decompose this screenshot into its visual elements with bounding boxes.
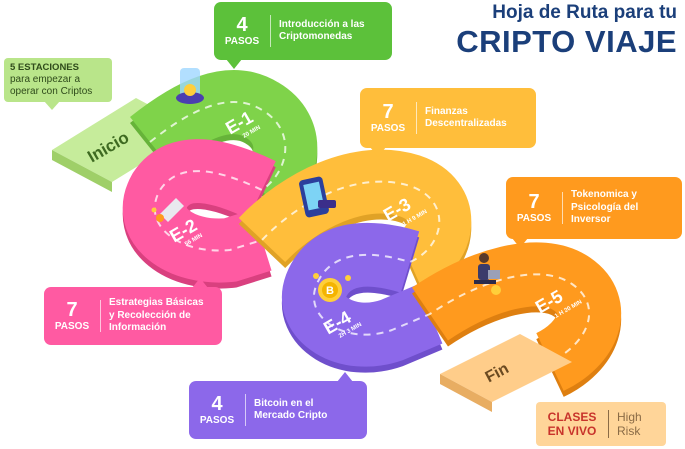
callout-station-1: 4 PASOS Introducción a las Criptomonedas [214,2,392,69]
bitcoin-coin-icon: B [313,273,351,302]
callout-station-4: 4 PASOS Bitcoin en el Mercado Cripto [189,372,367,439]
callout-2-line-1: Estrategias Básicas [109,297,204,309]
high-risk-line-2: Risk [617,424,641,438]
intro-line-2: operar con Criptos [10,86,93,97]
callout-3-line-2: Descentralizadas [425,118,507,129]
callout-1-line-2: Criptomonedas [279,31,353,42]
callout-5-line-2: Psicología del [571,201,639,213]
live-classes-line-2: EN VIVO [547,424,597,438]
callout-station-3: 7 PASOS Finanzas Descentralizadas [360,88,536,157]
intro-heading: 5 ESTACIONES [10,62,79,73]
callout-4-number: 4 [211,393,223,415]
svg-text:B: B [326,285,334,297]
live-classes-label: CLASES EN VIVO [536,410,609,438]
callout-4-unit: PASOS [199,415,235,426]
callout-3-line-1: Finanzas [425,105,468,117]
intro-line-1: para empezar a [10,74,81,85]
callout-4-text: Bitcoin en el Mercado Cripto [246,398,327,423]
intro-note: 5 ESTACIONES para empezar a operar con C… [4,58,112,110]
page-title-line2: CRIPTO VIAJE [456,24,677,59]
callout-3-number: 7 [382,101,394,123]
token-stack-icon [176,68,204,104]
callout-2-steps: 7 PASOS [44,300,101,332]
callout-1-unit: PASOS [224,36,260,47]
page-title-line1: Hoja de Ruta para tu [492,2,677,23]
phone-icon [299,176,336,218]
live-classes-badge: CLASES EN VIVO High Risk [536,402,666,446]
high-risk-line-1: High [617,410,642,424]
callout-2-unit: PASOS [54,321,90,332]
callout-3-steps: 7 PASOS [360,102,417,134]
callout-station-2: 7 PASOS Estrategias Básicas y Recolecció… [44,278,222,345]
callout-5-line-3: Inversor [571,214,611,226]
rocket-icon [151,198,184,222]
callout-4-steps: 4 PASOS [189,394,246,426]
callout-1-number: 4 [236,14,248,36]
callout-5-unit: PASOS [516,213,552,224]
road-track [122,70,621,397]
lane-lines [149,101,590,363]
callout-3-text: Finanzas Descentralizadas [417,106,507,131]
callout-1-text: Introducción a las Criptomonedas [271,19,365,44]
person-laptop-icon [474,253,501,295]
callout-2-text: Estrategias Básicas y Recolección de Inf… [101,297,204,335]
callout-2-line-2: y Recolección de [109,309,191,321]
callout-4-line-1: Bitcoin en el [254,397,314,409]
callout-5-steps: 7 PASOS [506,192,563,224]
callout-2-number: 7 [66,299,78,321]
callout-5-text: Tokenomica y Psicología del Inversor [563,189,638,227]
callout-2-line-3: Información [109,322,167,334]
high-risk-label: High Risk [609,410,642,438]
callout-4-line-2: Mercado Cripto [254,410,328,421]
callout-1-steps: 4 PASOS [214,15,271,47]
callout-5-line-1: Tokenomica y [571,189,637,201]
callout-5-number: 7 [528,191,540,213]
callout-station-5: 7 PASOS Tokenomica y Psicología del Inve… [506,177,682,248]
end-block: Fin [440,334,572,412]
callout-3-unit: PASOS [370,123,406,134]
callout-1-line-1: Introducción a las [279,18,365,30]
live-classes-line-1: CLASES [547,410,597,424]
